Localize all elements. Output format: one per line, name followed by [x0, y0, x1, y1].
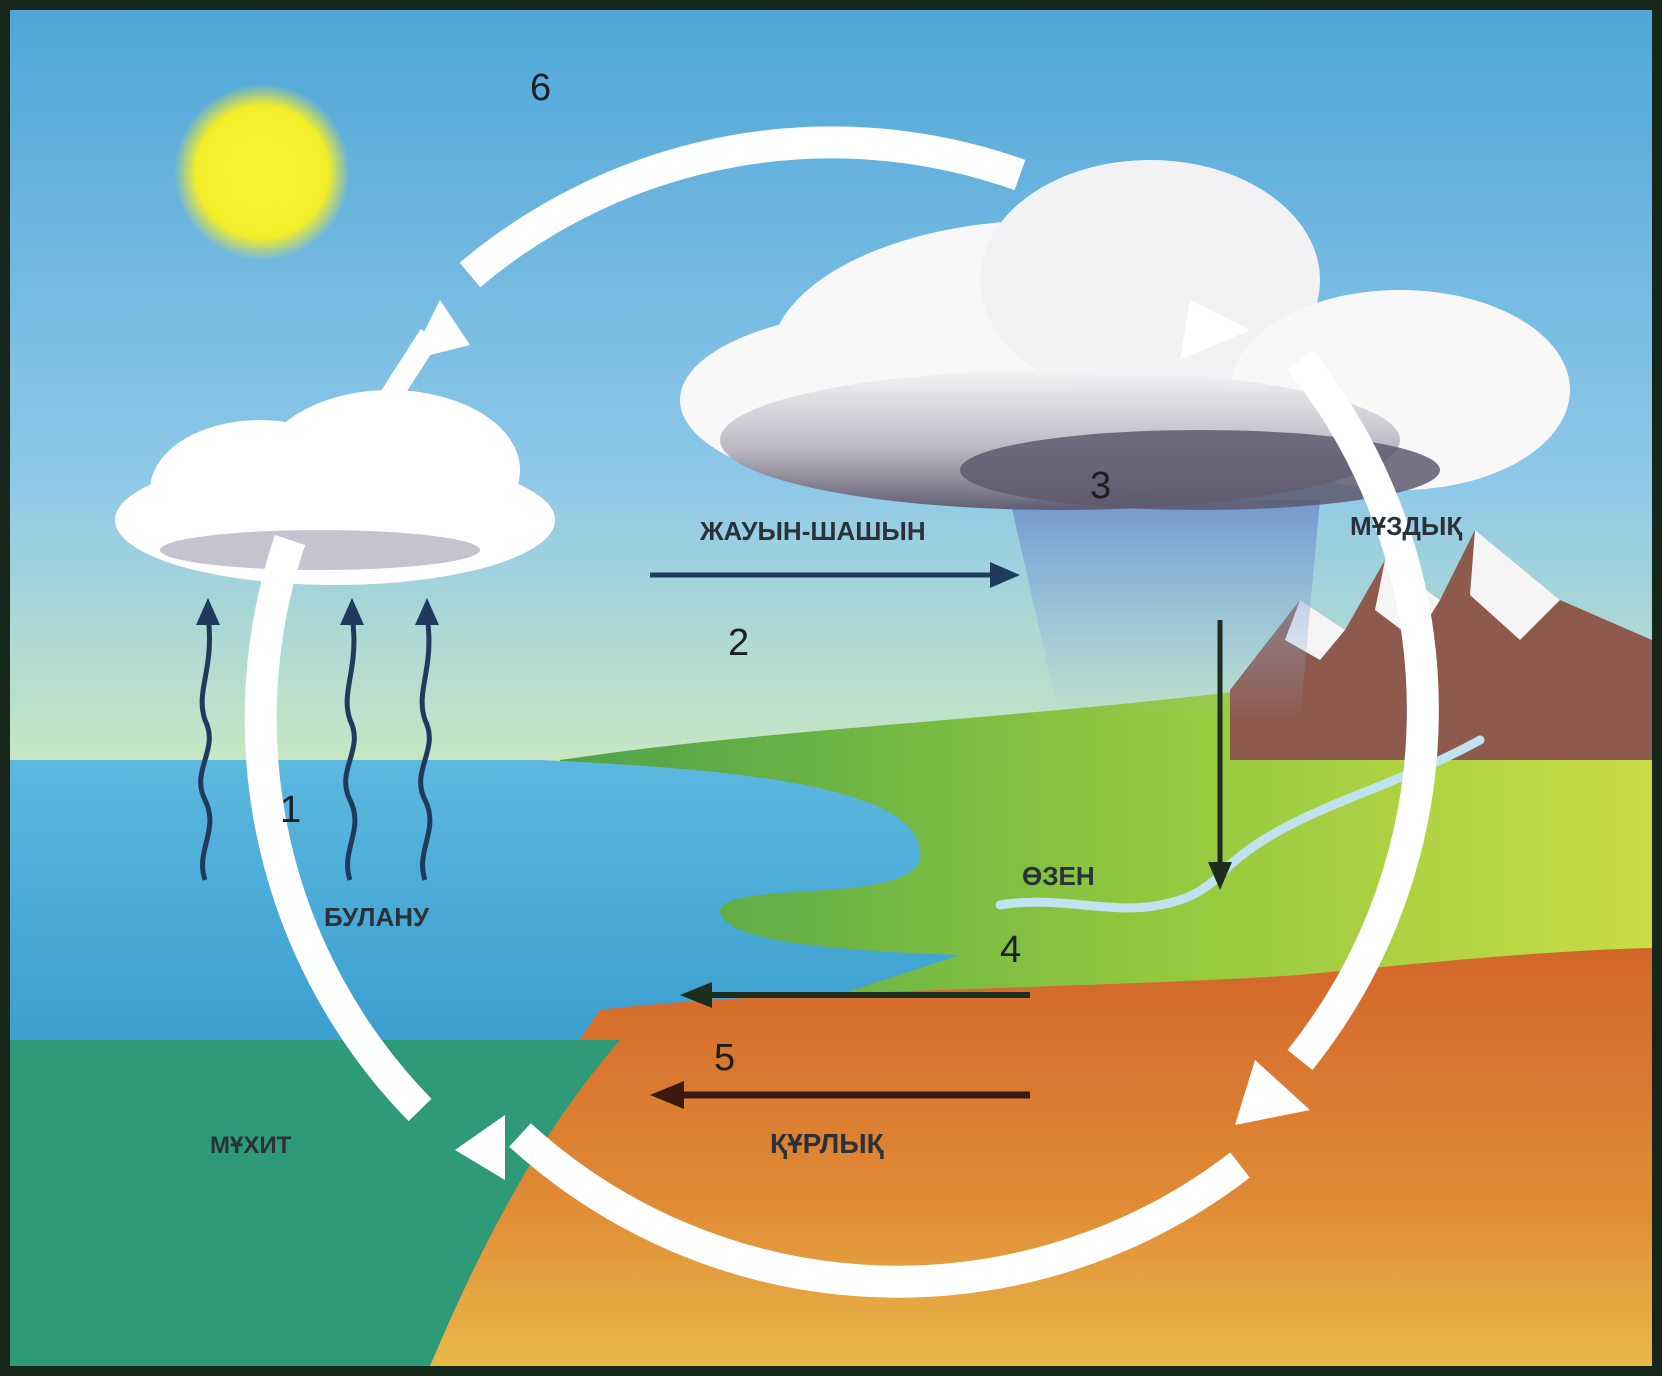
- label-land: ҚҰРЛЫҚ: [770, 1128, 884, 1159]
- label-precipitation: ЖАУЫН-ШАШЫН: [699, 516, 926, 546]
- step-number-2: 2: [728, 622, 749, 664]
- step-number-3: 3: [1090, 465, 1111, 507]
- label-ocean: МҰХИТ: [210, 1132, 292, 1159]
- rain: [1010, 500, 1320, 720]
- step-number-6: 6: [530, 67, 551, 109]
- land: [420, 948, 1652, 1366]
- step-number-5: 5: [714, 1037, 735, 1079]
- step-number-1: 1: [280, 789, 301, 831]
- sun-icon: [174, 84, 350, 260]
- label-evaporation: БУЛАНУ: [324, 902, 430, 932]
- step-number-4: 4: [1000, 929, 1021, 971]
- label-river: ӨЗЕН: [1022, 861, 1095, 891]
- label-glacier: МҰЗДЫҚ: [1350, 511, 1462, 541]
